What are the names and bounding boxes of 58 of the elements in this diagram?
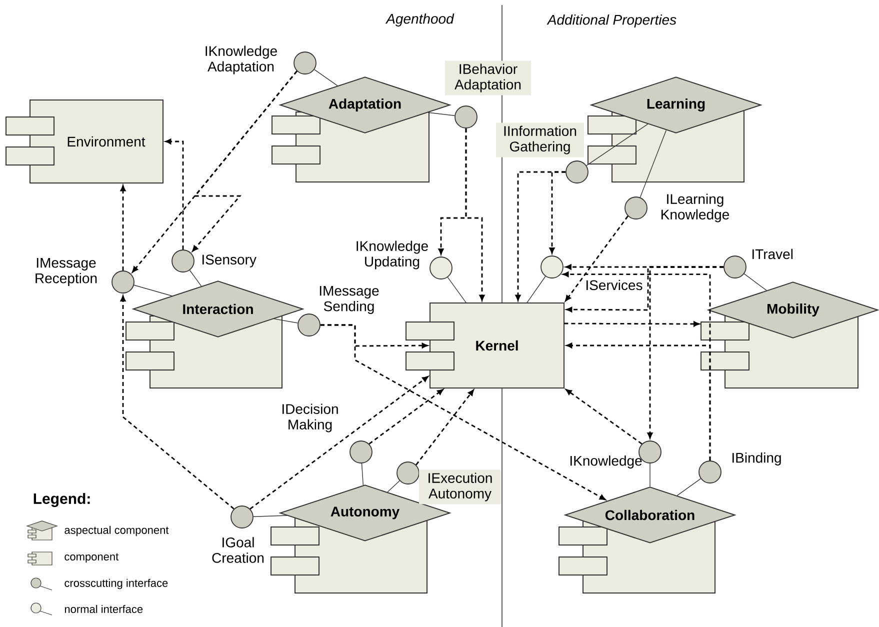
connector-line bbox=[744, 273, 767, 291]
component-box: Environment bbox=[6, 100, 164, 184]
connector-line bbox=[387, 480, 400, 492]
interface-label: IKnowledge bbox=[570, 455, 642, 469]
dashed-arrow bbox=[192, 70, 298, 252]
interface-label: IKnowledge Adaptation bbox=[206, 46, 277, 74]
dashed-arrow bbox=[368, 389, 444, 444]
component-box: Kernel bbox=[406, 302, 564, 388]
node-label: Autonomy bbox=[330, 506, 400, 520]
connector-line bbox=[447, 276, 467, 304]
interface-label: IInformation Gathering bbox=[496, 122, 584, 158]
connector-line bbox=[586, 124, 648, 166]
interface-label: IMessage Reception bbox=[36, 258, 97, 286]
connector-line bbox=[640, 130, 667, 198]
dashed-arrow bbox=[120, 185, 126, 271]
dashed-arrow bbox=[120, 295, 234, 510]
connector-line bbox=[274, 318, 298, 324]
node-label: Learning bbox=[647, 98, 705, 112]
dashed-arrow bbox=[515, 171, 566, 301]
connector-line bbox=[253, 515, 288, 517]
interface-label: ILearning Knowledge bbox=[662, 194, 729, 222]
dashed-arrow bbox=[320, 324, 606, 500]
interface-label: IMessage Sending bbox=[320, 286, 379, 314]
dashed-arrow bbox=[566, 389, 642, 444]
legend-entry: component bbox=[64, 553, 119, 563]
dashed-arrow bbox=[465, 128, 485, 301]
interface-label: IExecution Autonomy bbox=[419, 470, 501, 504]
connector-line bbox=[676, 478, 702, 496]
dashed-arrow bbox=[566, 342, 711, 461]
connector-line bbox=[134, 284, 172, 296]
dashed-arrow bbox=[250, 376, 428, 510]
legend-title: Legend: bbox=[34, 492, 90, 508]
connector-line bbox=[526, 276, 546, 304]
section-heading: Agenthood bbox=[385, 13, 454, 27]
section-heading: Additional Properties bbox=[546, 14, 676, 28]
interface-label: ISensory bbox=[202, 254, 256, 268]
dashed-arrow bbox=[416, 390, 474, 466]
connector-line bbox=[428, 112, 455, 116]
node-label: Mobility bbox=[768, 303, 820, 317]
dashed-arrow bbox=[647, 266, 724, 439]
interface-label: IKnowledge Updating bbox=[356, 240, 428, 270]
interface-label: IServices bbox=[586, 280, 642, 290]
interface-label: IGoal Creation bbox=[212, 537, 264, 563]
interface-label: IBehavior Adaptation bbox=[445, 60, 531, 96]
dashed-arrow bbox=[565, 216, 628, 302]
node-label: Interaction bbox=[183, 304, 253, 314]
connector-line bbox=[189, 270, 202, 286]
connector-line bbox=[361, 463, 364, 486]
legend-entry: crosscutting interface bbox=[64, 578, 168, 590]
dashed-arrow bbox=[564, 321, 700, 327]
interface-label: IDecision Making bbox=[282, 404, 338, 432]
connector-line bbox=[314, 69, 338, 86]
dashed-arrow bbox=[165, 138, 184, 250]
legend-entry: aspectual component bbox=[64, 526, 169, 536]
node-label: Collaboration bbox=[605, 510, 694, 520]
legend-entry: normal interface bbox=[64, 604, 143, 614]
interface-label: IBinding bbox=[732, 452, 781, 466]
interface-label: ITravel bbox=[752, 248, 793, 260]
